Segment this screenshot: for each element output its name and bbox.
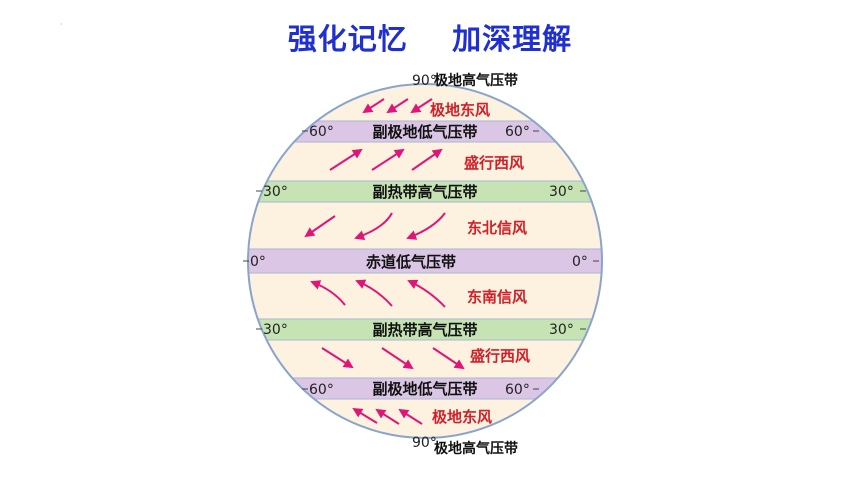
wind-arrow <box>381 347 414 370</box>
arrows-ne-trades <box>304 212 446 241</box>
wind-arrow <box>386 98 409 114</box>
wind-arrow <box>411 148 443 171</box>
band-rect-subtropical-high-n <box>248 181 602 202</box>
wind-label-polar-easterlies-s: 极地东风 <box>432 408 492 426</box>
lat-label-60n-left: 60° <box>309 124 334 140</box>
band-label-sub-polar-low-s: 副极地低气压带 <box>372 380 477 398</box>
lat-label-60n-right: 60° <box>505 124 530 140</box>
wind-arrow <box>407 279 446 308</box>
band-label-equatorial-low: 赤道低气压带 <box>366 253 456 271</box>
arrows-westerlies-n <box>329 148 443 171</box>
corner-mark: · <box>60 20 63 29</box>
band-label-sub-polar-low-n: 副极地低气压带 <box>372 123 477 141</box>
lat-label-north-pole: 90° <box>412 73 437 89</box>
wind-arrow <box>410 98 433 114</box>
wind-arrow <box>371 148 405 171</box>
lat-label-0-left: 0° <box>250 254 266 270</box>
band-rect-subtropical-high-s <box>248 319 602 340</box>
wind-arrow <box>321 347 354 369</box>
lat-label-60s-left: 60° <box>309 382 334 398</box>
north-polar-high-label: 极地高气压带 <box>434 72 518 89</box>
lat-label-30s-left: 30° <box>263 322 288 338</box>
wind-label-se-trades: 东南信风 <box>467 288 527 306</box>
lat-label-0-right: 0° <box>572 254 588 270</box>
wind-arrow <box>432 347 465 370</box>
band-label-subtropical-high-n: 副热带高气压带 <box>372 183 477 201</box>
lat-label-south-pole: 90° <box>412 435 437 451</box>
band-rect-sub-polar-low-n <box>248 121 602 142</box>
band-rect-equatorial-low <box>248 249 602 273</box>
wind-arrow <box>354 212 393 241</box>
wind-arrow <box>375 408 400 425</box>
wind-arrow <box>352 407 378 424</box>
wind-arrow <box>398 408 423 425</box>
south-polar-high-label: 极地高气压带 <box>434 440 518 457</box>
arrows-westerlies-s <box>321 347 465 370</box>
lat-label-30n-left: 30° <box>263 184 288 200</box>
wind-label-westerlies-s: 盛行西风 <box>470 347 530 365</box>
wind-label-polar-easterlies-n: 极地东风 <box>430 101 490 119</box>
wind-label-ne-trades: 东北信风 <box>467 219 527 237</box>
lat-label-30s-right: 30° <box>549 322 574 338</box>
band-rect-sub-polar-low-s <box>248 378 602 399</box>
wind-arrow <box>304 215 336 238</box>
wind-arrow <box>355 279 393 307</box>
page-title: 强化记忆 加深理解 <box>287 22 573 56</box>
arrows-se-trades <box>310 279 446 308</box>
wind-label-westerlies-n: 盛行西风 <box>464 154 524 172</box>
lat-label-60s-right: 60° <box>505 382 530 398</box>
wind-arrow <box>329 148 363 171</box>
band-label-subtropical-high-s: 副热带高气压带 <box>372 321 477 339</box>
lat-label-30n-right: 30° <box>549 184 574 200</box>
arrows-polar-easterlies-n <box>362 98 433 114</box>
wind-arrow <box>362 98 385 114</box>
wind-arrow <box>406 212 446 240</box>
arrows-polar-easterlies-s <box>352 407 423 425</box>
wind-arrow <box>310 280 346 306</box>
